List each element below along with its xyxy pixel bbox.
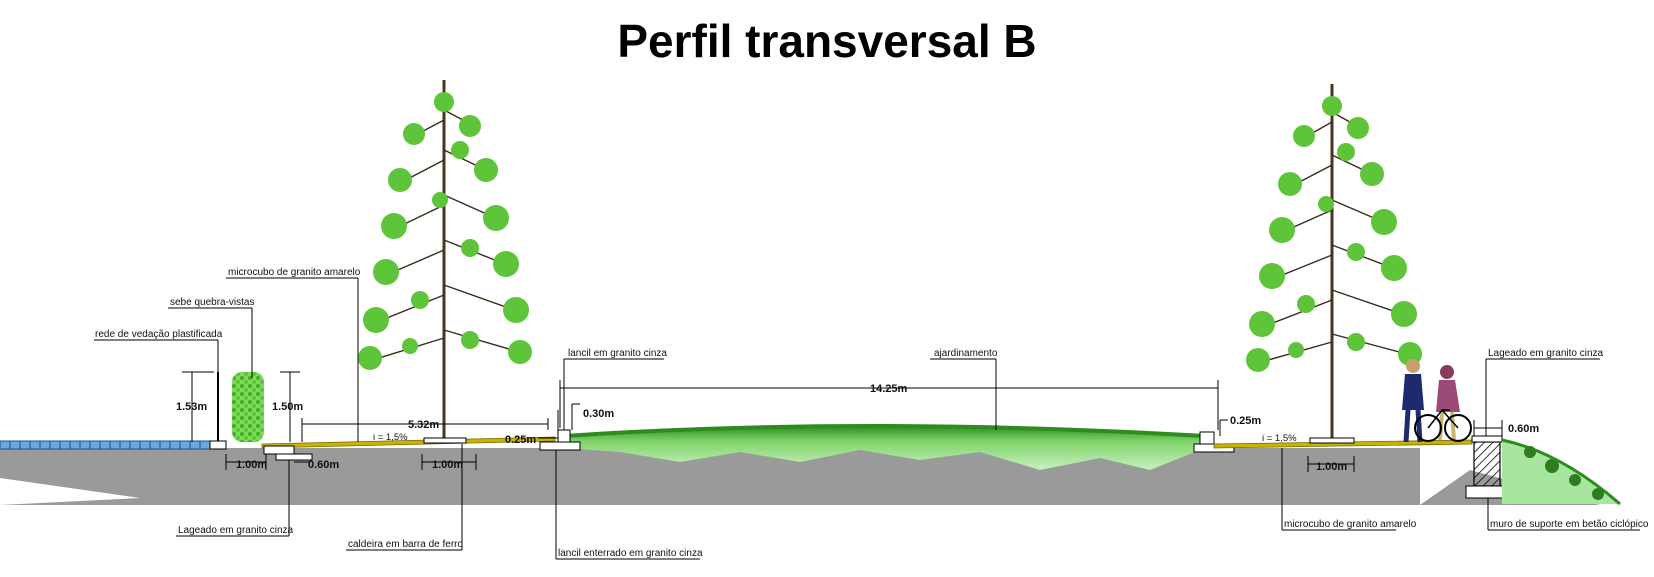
- retaining-wall-cap: [1471, 435, 1503, 443]
- label-microcubo-right: microcubo de granito amarelo: [1284, 519, 1417, 530]
- label-lageado-left: Lageado em granito cinza: [178, 525, 294, 536]
- hedge: [232, 372, 264, 442]
- fence-base: [209, 440, 227, 450]
- label-caldeira: caldeira em barra de ferro: [348, 539, 463, 550]
- dim-1-00m-b: 1.00m: [432, 459, 463, 471]
- slope-right: i = 1,5%: [1262, 433, 1297, 444]
- water-edge: [0, 440, 211, 450]
- dim-1-50m: 1.50m: [272, 401, 303, 413]
- label-sebe: sebe quebra-vistas: [170, 297, 255, 308]
- central-lawn: [565, 426, 1205, 470]
- dim-5-32m: 5.32m: [408, 419, 439, 431]
- left-lancil-base: [539, 441, 581, 451]
- label-lancil-enterrado: lancil enterrado em granito cinza: [558, 548, 703, 559]
- dim-0-60m-left: 0.60m: [308, 459, 339, 471]
- dim-0-25m-right: 0.25m: [1230, 415, 1261, 427]
- left-kerb-small: [275, 453, 313, 461]
- dim-1-00m-a: 1.00m: [236, 459, 267, 471]
- dim-0-30m: 0.30m: [583, 408, 614, 420]
- ground-mass: [0, 448, 1560, 505]
- label-lancil-cinza: lancil em granito cinza: [568, 348, 667, 359]
- slope-left: i = 1,5%: [373, 432, 408, 443]
- dimension-lines: [182, 371, 1503, 472]
- left-lancil: [557, 429, 571, 443]
- label-rede: rede de vedação plastificada: [95, 329, 223, 340]
- left-kerb-block: [263, 445, 295, 455]
- dim-0-60m-right: 0.60m: [1508, 423, 1539, 435]
- people-with-bicycle: [1402, 359, 1472, 443]
- dim-1-00m-c: 1.00m: [1316, 461, 1347, 473]
- central-lawn-top: [564, 424, 1206, 438]
- right-slope-shrubs: [1524, 446, 1604, 500]
- right-tree: [1246, 84, 1422, 444]
- right-slope-edge: [1501, 438, 1621, 506]
- label-muro: muro de suporte em betão ciclópico: [1490, 519, 1649, 530]
- retaining-wall-base: [1465, 485, 1509, 499]
- diagram-title: Perfil transversal B: [617, 15, 1037, 67]
- ground-left-slope: [0, 478, 140, 505]
- dim-0-25m-left: 0.25m: [505, 434, 536, 446]
- label-microcubo-left: microcubo de granito amarelo: [228, 267, 361, 278]
- leader-lines: [94, 277, 1640, 560]
- label-lageado-right: Lageado em granito cinza: [1488, 348, 1604, 359]
- dim-14-25m: 14.25m: [870, 383, 908, 395]
- right-lancil: [1199, 431, 1215, 445]
- label-ajardinamento: ajardinamento: [934, 348, 998, 359]
- left-tree: [358, 80, 532, 444]
- water-edge-ticks: [9, 441, 201, 449]
- retaining-wall: [1473, 441, 1501, 487]
- dim-1-53m: 1.53m: [176, 401, 207, 413]
